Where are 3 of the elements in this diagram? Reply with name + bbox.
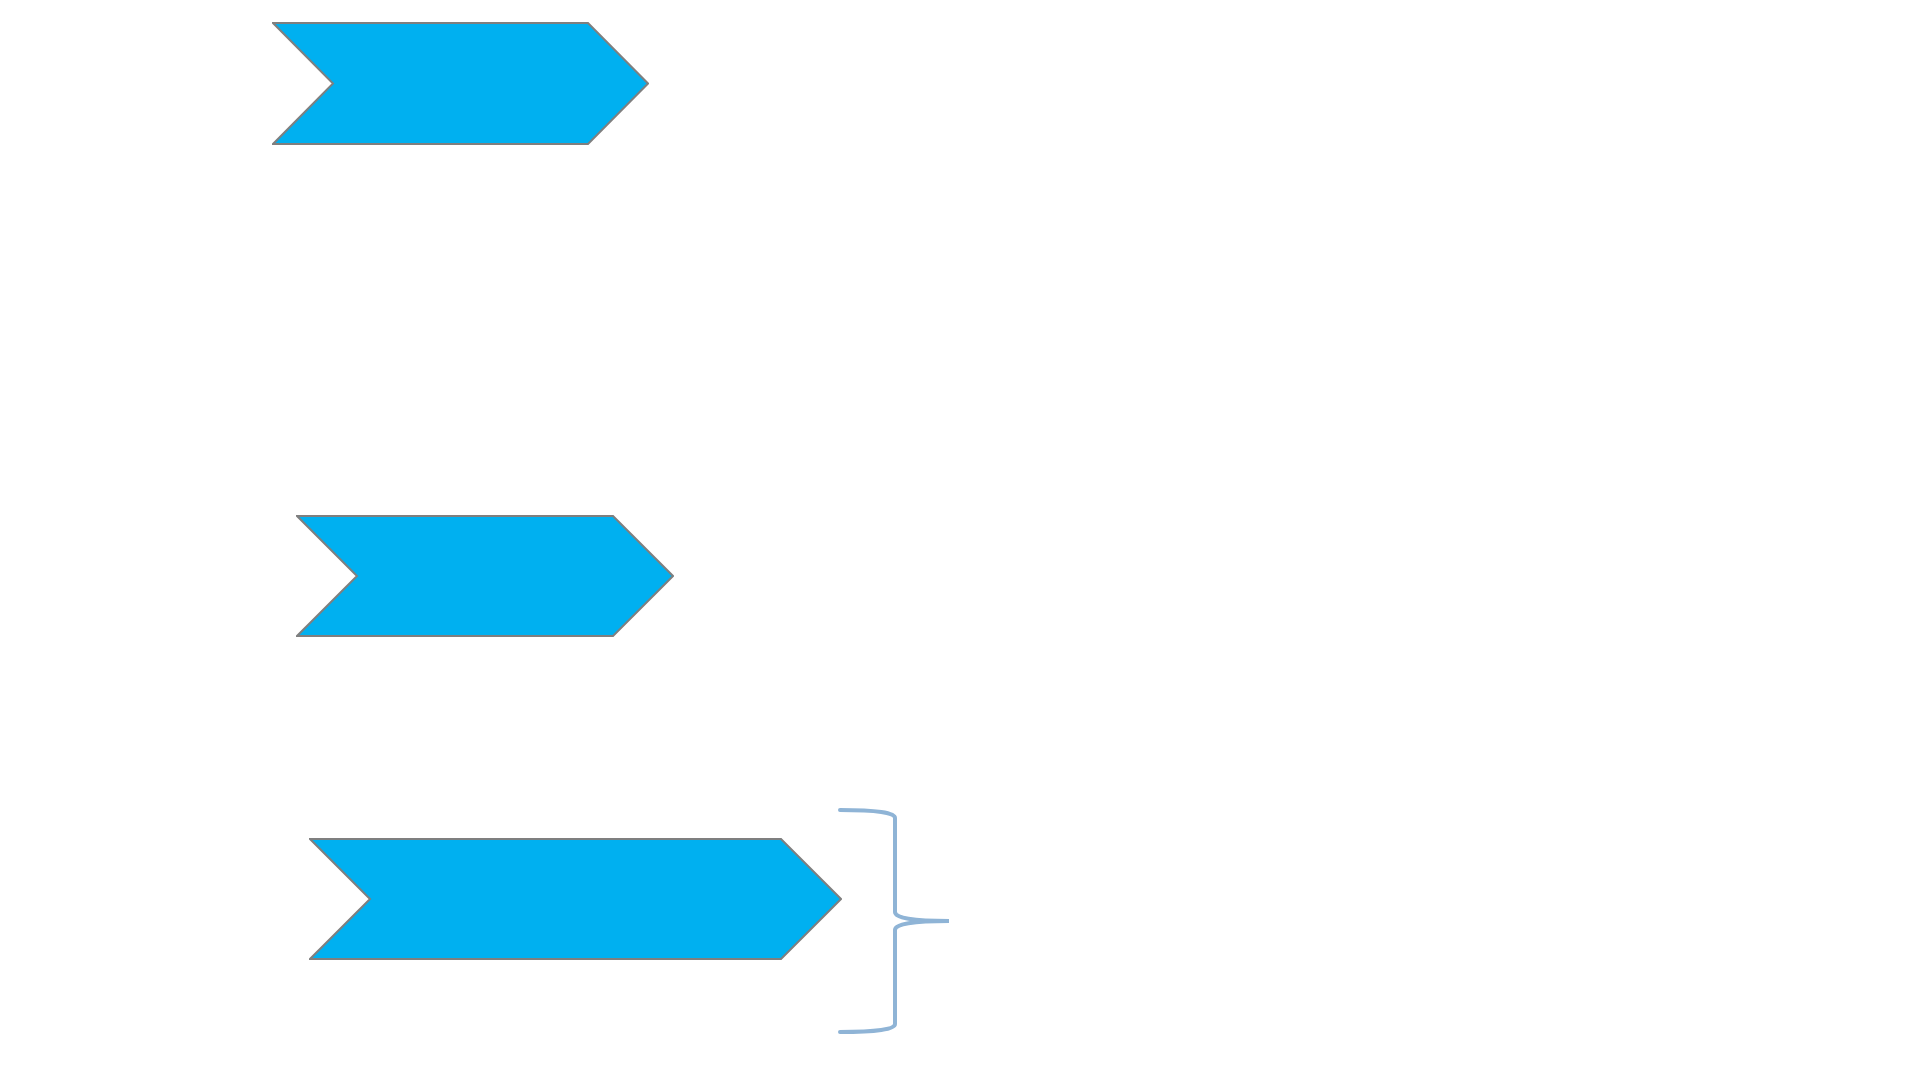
chevron-shape: [296, 515, 674, 637]
chevron-shape: [272, 22, 649, 145]
chevron-shape: [309, 838, 842, 960]
